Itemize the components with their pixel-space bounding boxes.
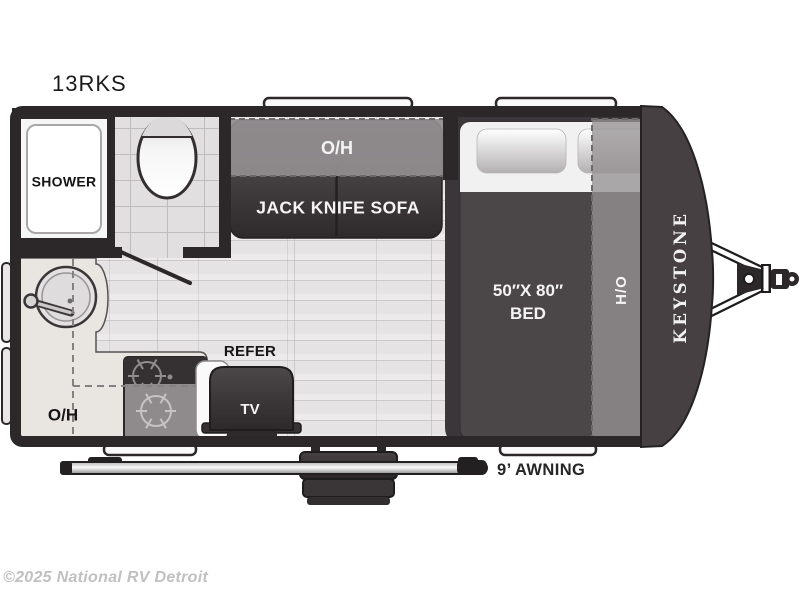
watermark: ©2025 National RV Detroit — [3, 569, 209, 586]
awning-bar — [61, 461, 488, 475]
bedroom-wall-stub — [443, 106, 458, 180]
bathroom-wall-corner — [183, 247, 231, 258]
sink-drain — [67, 298, 73, 304]
cooktop-dark-top — [124, 357, 207, 384]
brand-label: KEYSTONE — [670, 210, 690, 344]
bed-label: 50″X 80″ BED — [493, 280, 563, 326]
cooktop-knob — [167, 374, 173, 380]
step-post-right — [377, 445, 386, 455]
step-post-left — [311, 445, 320, 455]
faucet-handle — [23, 293, 39, 309]
hitch-ball-center — [789, 276, 795, 282]
side-rail-upper — [1, 262, 12, 343]
bathroom-door — [119, 250, 192, 285]
sofa-overhead-label: O/H — [320, 138, 354, 159]
burner-rear-spokes — [128, 359, 166, 393]
hitch — [704, 239, 799, 320]
burner-front-spokes — [136, 393, 176, 429]
awning-cap-right — [457, 460, 487, 475]
bed-size-label: 50″X 80″ — [492, 281, 564, 301]
entry-step-base — [307, 497, 390, 505]
awning-label: 9’ AWNING — [497, 461, 586, 479]
bathroom-wall-left — [10, 247, 122, 258]
refrigerator-label: REFER — [223, 342, 277, 360]
hitch-coupler-slot — [776, 274, 782, 285]
shower-pan — [26, 124, 102, 234]
hitch-bolt — [743, 273, 755, 285]
tv-label: TV — [240, 400, 260, 418]
bathroom-wall-vertical — [219, 106, 231, 258]
hutch-overhead-label: H/O — [612, 275, 630, 305]
front-cap — [640, 104, 715, 449]
awning-cap-left — [60, 461, 72, 475]
faucet-arm — [32, 300, 72, 315]
kitchen-overhead-label: O/H — [47, 405, 79, 425]
toilet-tank — [141, 116, 193, 137]
entry-step-lower — [302, 478, 395, 498]
refer-tv-cabinet — [209, 366, 294, 431]
side-rail-lower — [1, 347, 12, 425]
model-label: 13RKS — [52, 71, 127, 96]
sofa-label: JACK KNIFE SOFA — [256, 197, 420, 218]
bed-word-label: BED — [510, 304, 546, 323]
shower-label: SHOWER — [31, 173, 97, 190]
pillow-left — [476, 128, 567, 174]
